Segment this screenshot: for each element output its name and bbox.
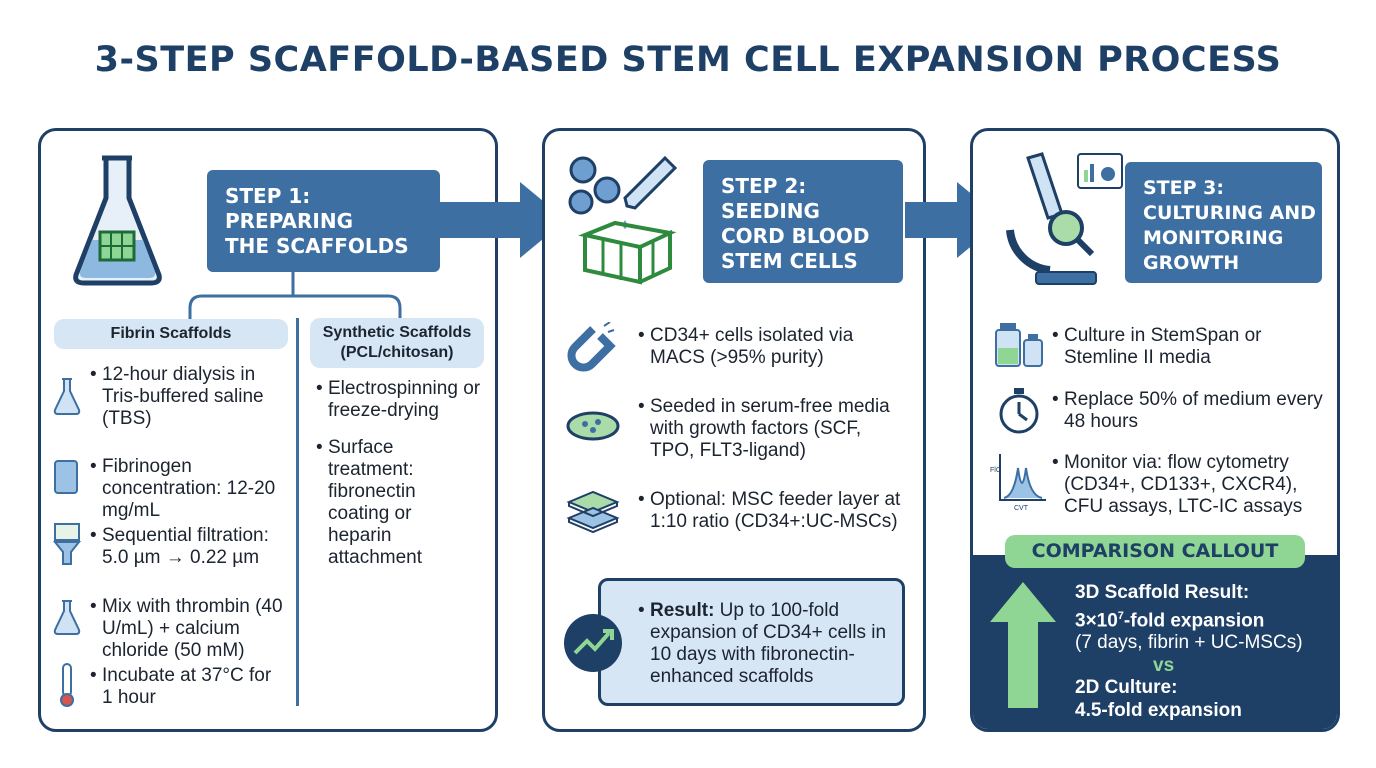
2d-culture-label: 2D Culture: bbox=[1075, 677, 1178, 699]
step2-item: •Seeded in serum-free media with growth … bbox=[638, 396, 890, 461]
fibrin-item: •Mix with thrombin (40 U/mL) + calcium c… bbox=[90, 596, 283, 661]
media-bottles-icon bbox=[995, 323, 1043, 367]
scaffold-result-conditions: (7 days, fibrin + UC-MSCs) bbox=[1075, 632, 1303, 654]
step1-label: STEP 1: PREPARING THE SCAFFOLDS bbox=[207, 170, 440, 272]
fibrin-item: •12-hour dialysis in Tris-buffered salin… bbox=[90, 364, 264, 429]
fibrin-item: •Incubate at 37°C for 1 hour bbox=[90, 665, 272, 708]
comparison-text: 3D Scaffold Result: 3×107-fold expansion… bbox=[1075, 582, 1335, 722]
column-divider bbox=[296, 318, 299, 706]
scaffold-result-value: 3×107-fold expansion bbox=[1075, 609, 1265, 631]
step3-item: •Monitor via: flow cytometry (CD34+, CD1… bbox=[1052, 452, 1303, 517]
cells-dropper-scaffold-icon bbox=[568, 155, 678, 285]
beaker-icon bbox=[54, 460, 78, 494]
synthetic-item: •Surface treatment: fibronectin coating … bbox=[316, 437, 422, 568]
thermometer-icon bbox=[60, 663, 74, 707]
synthetic-item: •Electrospinning or freeze-drying bbox=[316, 378, 481, 421]
magnet-icon bbox=[567, 322, 616, 372]
comparison-callout-title: COMPARISON CALLOUT bbox=[1005, 535, 1305, 568]
filter-icon bbox=[52, 523, 82, 565]
result-text: •Result: Up to 100-fold expansion of CD3… bbox=[638, 600, 887, 687]
flask-icon bbox=[53, 378, 81, 415]
stopwatch-icon bbox=[999, 388, 1039, 434]
scaffold-result-label: 3D Scaffold Result: bbox=[1075, 582, 1250, 603]
trend-up-icon bbox=[564, 614, 622, 672]
petri-dish-icon bbox=[566, 411, 620, 441]
plot-y-label: FlC bbox=[990, 467, 1001, 474]
2d-culture-value: 4.5-fold expansion bbox=[1075, 699, 1242, 721]
result-box bbox=[598, 578, 905, 706]
feeder-layer-icon bbox=[566, 490, 620, 534]
fibrin-item: •Sequential filtration: 5.0 µm → 0.22 µm bbox=[90, 525, 269, 568]
vs-label: vs bbox=[1153, 654, 1175, 676]
synthetic-header: Synthetic Scaffolds (PCL/chitosan) bbox=[310, 318, 484, 368]
up-arrow-icon bbox=[990, 582, 1056, 708]
page-title: 3-STEP SCAFFOLD-BASED STEM CELL EXPANSIO… bbox=[94, 40, 1282, 80]
step3-label: STEP 3: CULTURING AND MONITORING GROWTH bbox=[1125, 162, 1322, 283]
microscope-icon bbox=[1006, 152, 1123, 285]
branch-connector bbox=[188, 272, 402, 320]
step2-item: •CD34+ cells isolated via MACS (>95% pur… bbox=[638, 325, 854, 368]
flask-scaffold-icon bbox=[73, 155, 162, 286]
fibrin-item: •Fibrinogen concentration: 12-20 mg/mL bbox=[90, 456, 276, 521]
flask-icon bbox=[53, 600, 81, 635]
flow-arrow-1 bbox=[440, 182, 566, 258]
fibrin-header: Fibrin Scaffolds bbox=[54, 319, 288, 349]
step2-label: STEP 2: SEEDING CORD BLOOD STEM CELLS bbox=[703, 160, 903, 283]
plot-x-label: CVT bbox=[1014, 505, 1029, 512]
step3-item: •Replace 50% of medium every 48 hours bbox=[1052, 389, 1323, 432]
step3-item: •Culture in StemSpan or Stemline II medi… bbox=[1052, 325, 1262, 368]
step2-item: •Optional: MSC feeder layer at 1:10 rati… bbox=[638, 489, 901, 532]
flow-cytometry-plot-icon: FlC CVT bbox=[990, 454, 1046, 512]
